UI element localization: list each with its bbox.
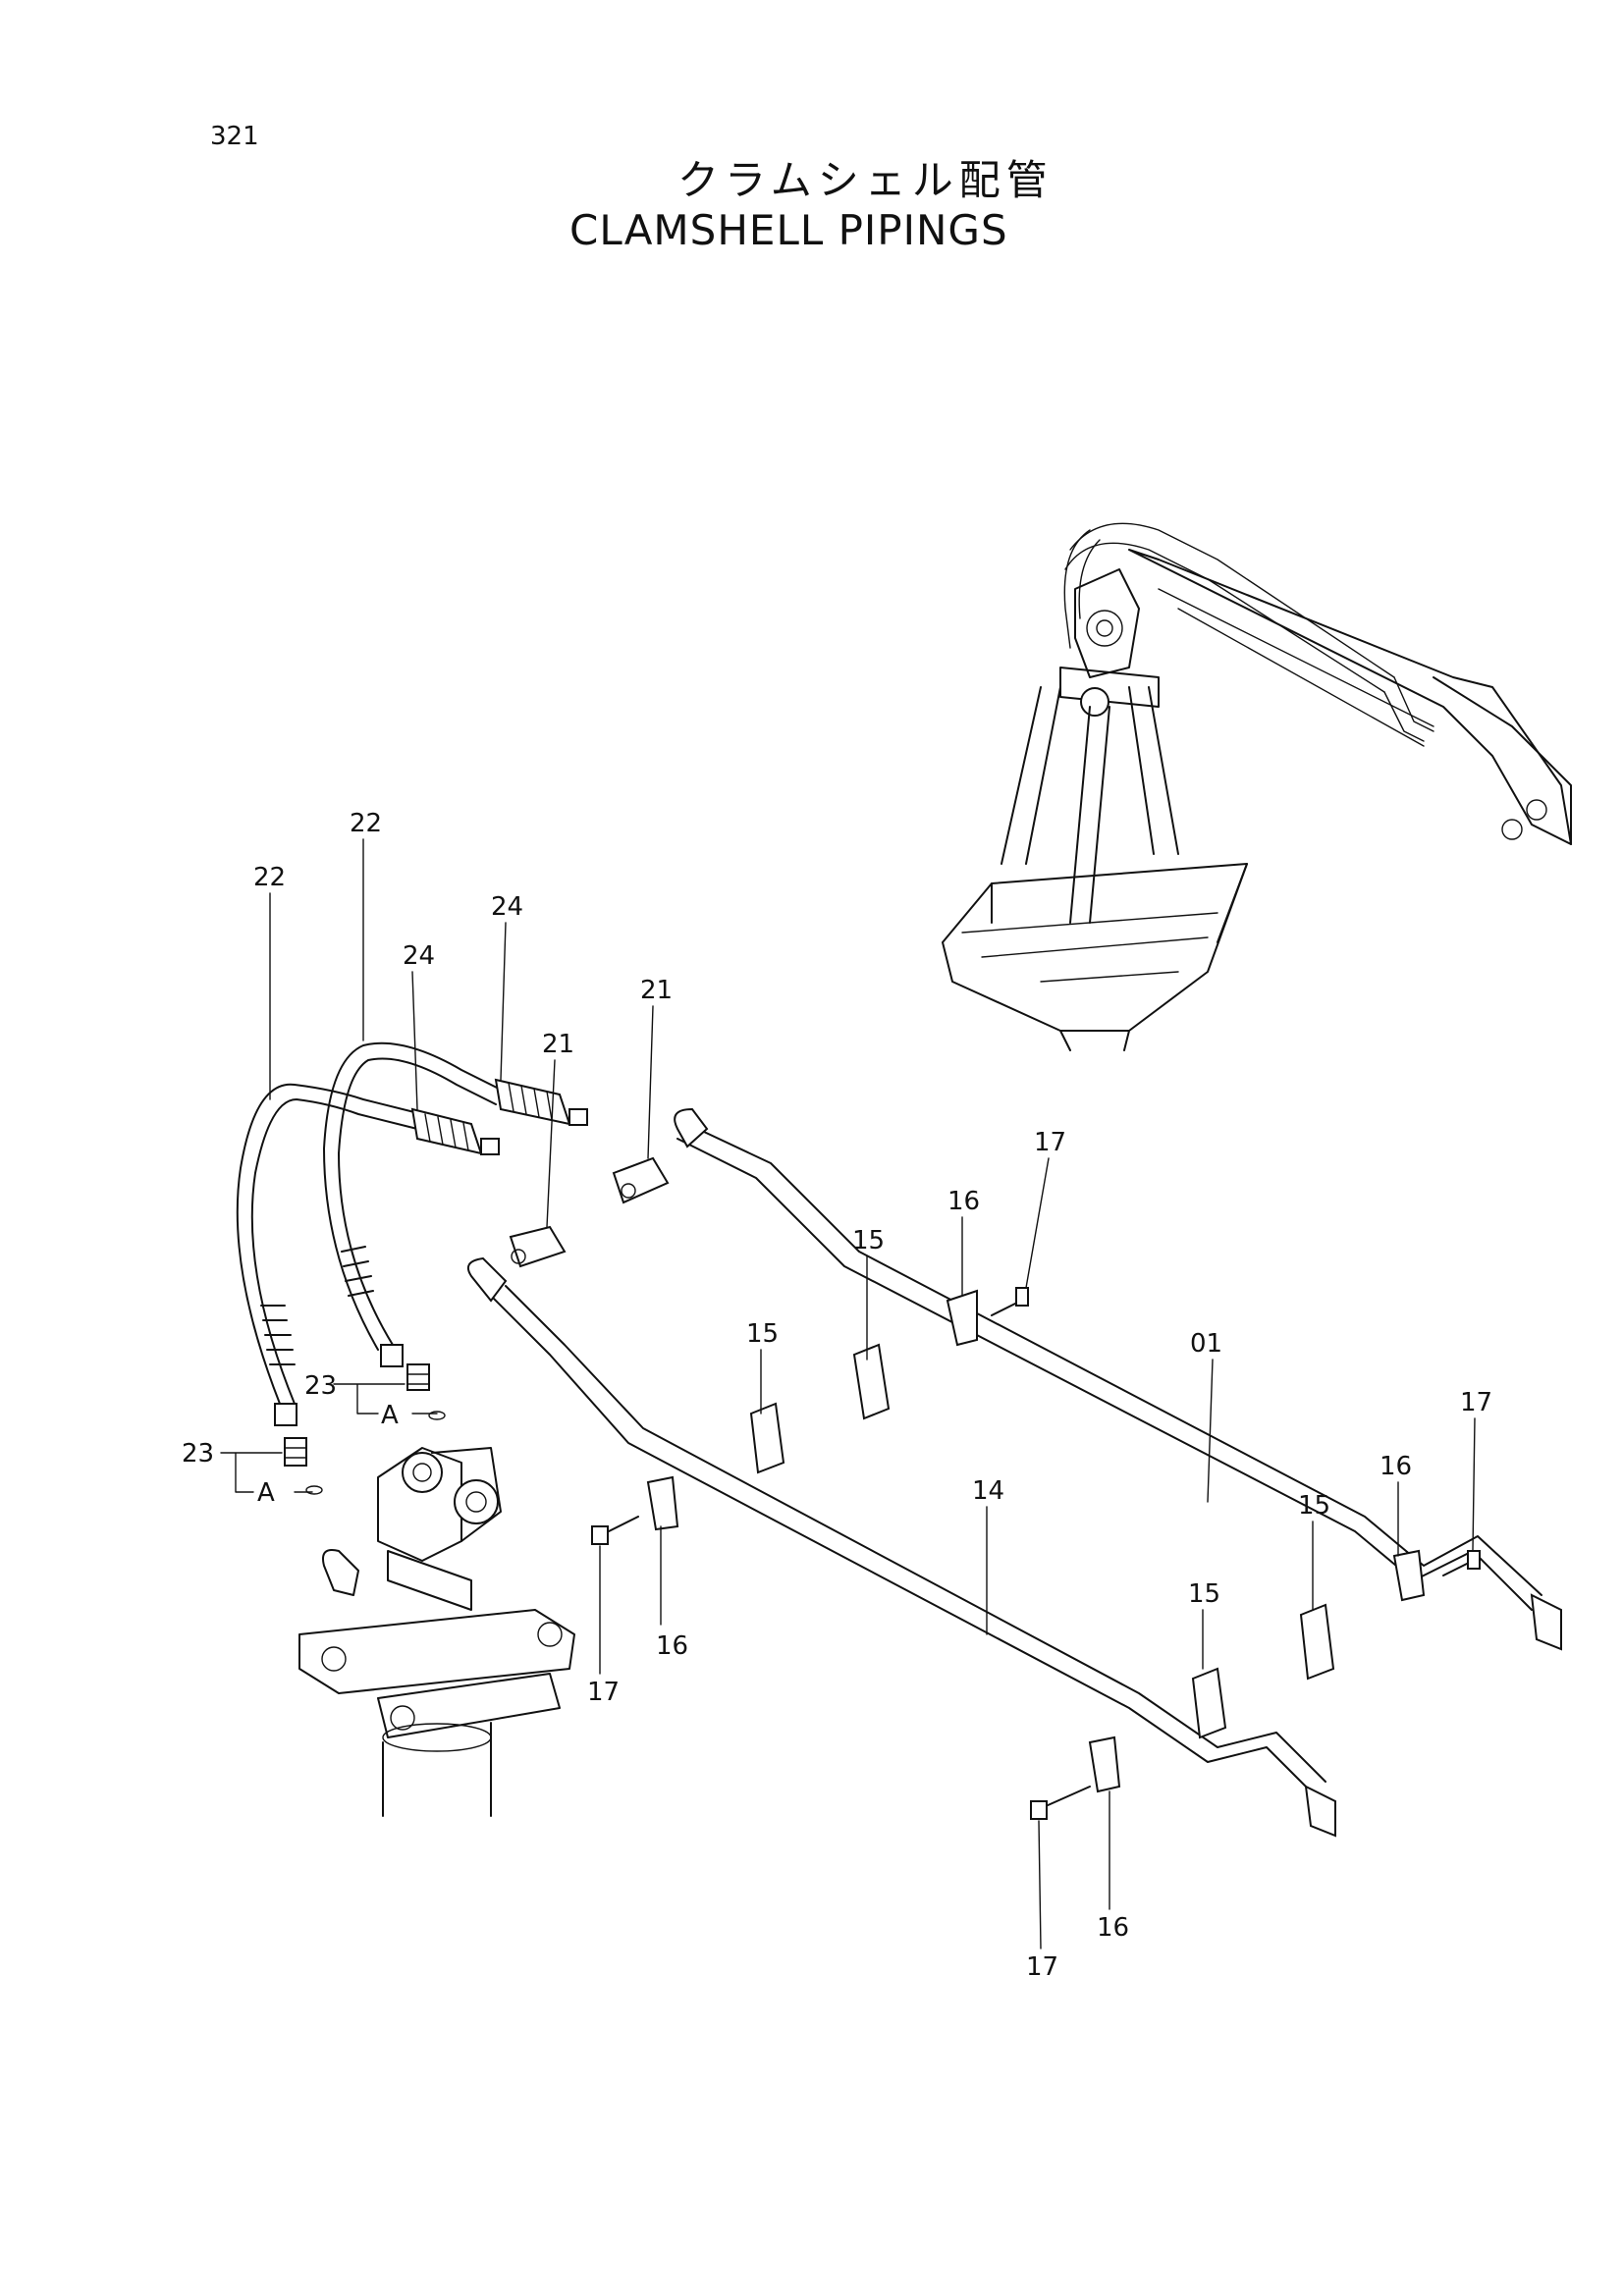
callout-21-b: 21	[640, 976, 673, 1005]
callout-24-a: 24	[403, 941, 435, 971]
clamp-16-d	[1088, 1735, 1121, 1793]
clamp-16-a	[946, 1289, 978, 1347]
callout-24-b: 24	[491, 892, 523, 922]
fitting-23-right	[406, 1363, 446, 1420]
callout-A-a: A	[381, 1401, 399, 1430]
callout-22-a: 22	[253, 863, 286, 892]
bolt-17-c	[1442, 1550, 1481, 1576]
page-title-english: CLAMSHELL PIPINGS	[569, 206, 1008, 254]
callout-15-d: 15	[1188, 1579, 1220, 1609]
bolt-17-b	[591, 1516, 639, 1545]
hose-22-inner	[323, 1041, 502, 1367]
bolt-17-d	[1030, 1786, 1091, 1820]
callout-21-a: 21	[542, 1030, 574, 1059]
leader-lines	[220, 838, 1476, 1949]
callout-16-d: 16	[1097, 1913, 1129, 1943]
coupler-24-lower	[410, 1107, 500, 1155]
hose-22-outer	[236, 1083, 423, 1426]
rotator-motor-assembly	[298, 1447, 575, 1817]
callout-01: 01	[1190, 1329, 1222, 1359]
bolt-17-a	[991, 1287, 1029, 1316]
page-title-japanese: クラムシェル配管	[677, 156, 1054, 204]
callout-23-b: 23	[182, 1439, 214, 1468]
fitting-23-left	[284, 1437, 323, 1495]
callout-A-b: A	[257, 1478, 275, 1508]
callout-17-c: 17	[1460, 1388, 1492, 1417]
page-number: 321	[210, 122, 259, 151]
callout-17-a: 17	[1034, 1128, 1066, 1157]
clamp-15-c	[1299, 1603, 1335, 1681]
callout-15-a: 15	[852, 1226, 885, 1255]
pipe-14	[467, 1256, 1336, 1838]
callout-labels: 01 14 15 15 15 15 16 16 16 16 17 17 17 1…	[182, 809, 1492, 1982]
clamp-16-b	[646, 1475, 679, 1531]
coupler-24-upper	[494, 1078, 588, 1126]
callout-16-b: 16	[656, 1631, 688, 1661]
overview-clamshell-arm	[942, 522, 1572, 1051]
callout-17-d: 17	[1026, 1952, 1058, 1982]
callout-14: 14	[972, 1476, 1004, 1506]
callout-16-c: 16	[1380, 1452, 1412, 1481]
elbow-21-lower	[509, 1225, 567, 1268]
elbow-21-upper	[612, 1156, 670, 1204]
pipe-01	[674, 1107, 1562, 1651]
callout-17-b: 17	[587, 1678, 620, 1707]
clamp-15-b	[749, 1402, 785, 1474]
callout-16-a: 16	[947, 1187, 980, 1216]
clamp-15-d	[1191, 1667, 1227, 1739]
callout-22-b: 22	[350, 809, 382, 838]
callout-15-c: 15	[1298, 1491, 1330, 1521]
clamp-16-c	[1392, 1549, 1426, 1602]
callout-23-a: 23	[304, 1371, 337, 1401]
clamp-15-a	[852, 1343, 891, 1420]
callout-15-b: 15	[746, 1319, 779, 1349]
